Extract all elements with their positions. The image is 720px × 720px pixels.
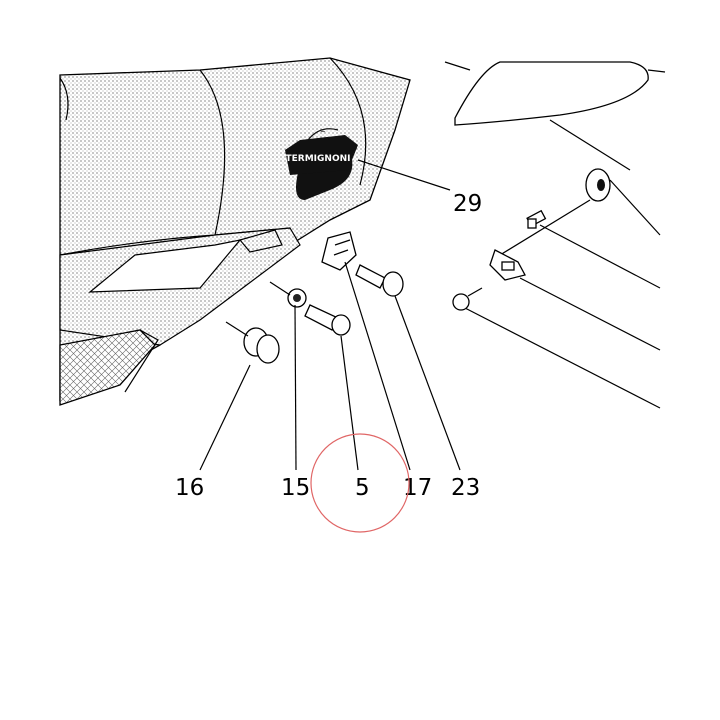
callout-23: 23 bbox=[451, 475, 480, 501]
bolt-right-part bbox=[452, 287, 483, 311]
part-23-screw bbox=[355, 264, 404, 297]
leader-f bbox=[499, 199, 591, 256]
callout-16: 16 bbox=[175, 475, 204, 501]
leader-29 bbox=[357, 159, 451, 191]
fairing-edge-2 bbox=[329, 57, 367, 186]
highlight-circle bbox=[310, 433, 410, 533]
part-17-clip bbox=[321, 231, 357, 271]
svg-text:~: ~ bbox=[320, 128, 326, 136]
leader-17 bbox=[344, 261, 411, 471]
fairing-left-curve bbox=[59, 77, 69, 121]
exhaust-canister bbox=[454, 61, 649, 126]
leader-5 bbox=[340, 335, 359, 471]
leader-b bbox=[609, 179, 661, 236]
fairing-edge bbox=[199, 69, 226, 236]
part-16-bushing bbox=[243, 327, 280, 364]
termignoni-logo: TERMIGNONI ~ bbox=[285, 128, 358, 200]
rubber-grommet-part bbox=[585, 168, 611, 202]
grille-panel bbox=[59, 329, 156, 406]
part-15-washer bbox=[287, 288, 307, 308]
leader-d bbox=[519, 277, 661, 351]
leader-c bbox=[539, 224, 661, 289]
small-screw-part bbox=[526, 209, 547, 229]
vent-opening bbox=[88, 239, 242, 293]
part-5-screw bbox=[304, 304, 351, 336]
callout-15: 15 bbox=[281, 475, 310, 501]
leader-15 bbox=[294, 304, 297, 471]
callout-5: 5 bbox=[355, 475, 370, 501]
leader-e bbox=[464, 307, 661, 409]
bracket-clip-part bbox=[489, 249, 526, 281]
callout-17: 17 bbox=[403, 475, 432, 501]
leader-23 bbox=[394, 295, 461, 471]
logo-text: TERMIGNONI bbox=[286, 154, 351, 164]
grille-edge bbox=[124, 329, 159, 393]
leader-16 bbox=[199, 364, 251, 471]
leader-a bbox=[549, 119, 631, 171]
callout-29: 29 bbox=[453, 191, 482, 217]
